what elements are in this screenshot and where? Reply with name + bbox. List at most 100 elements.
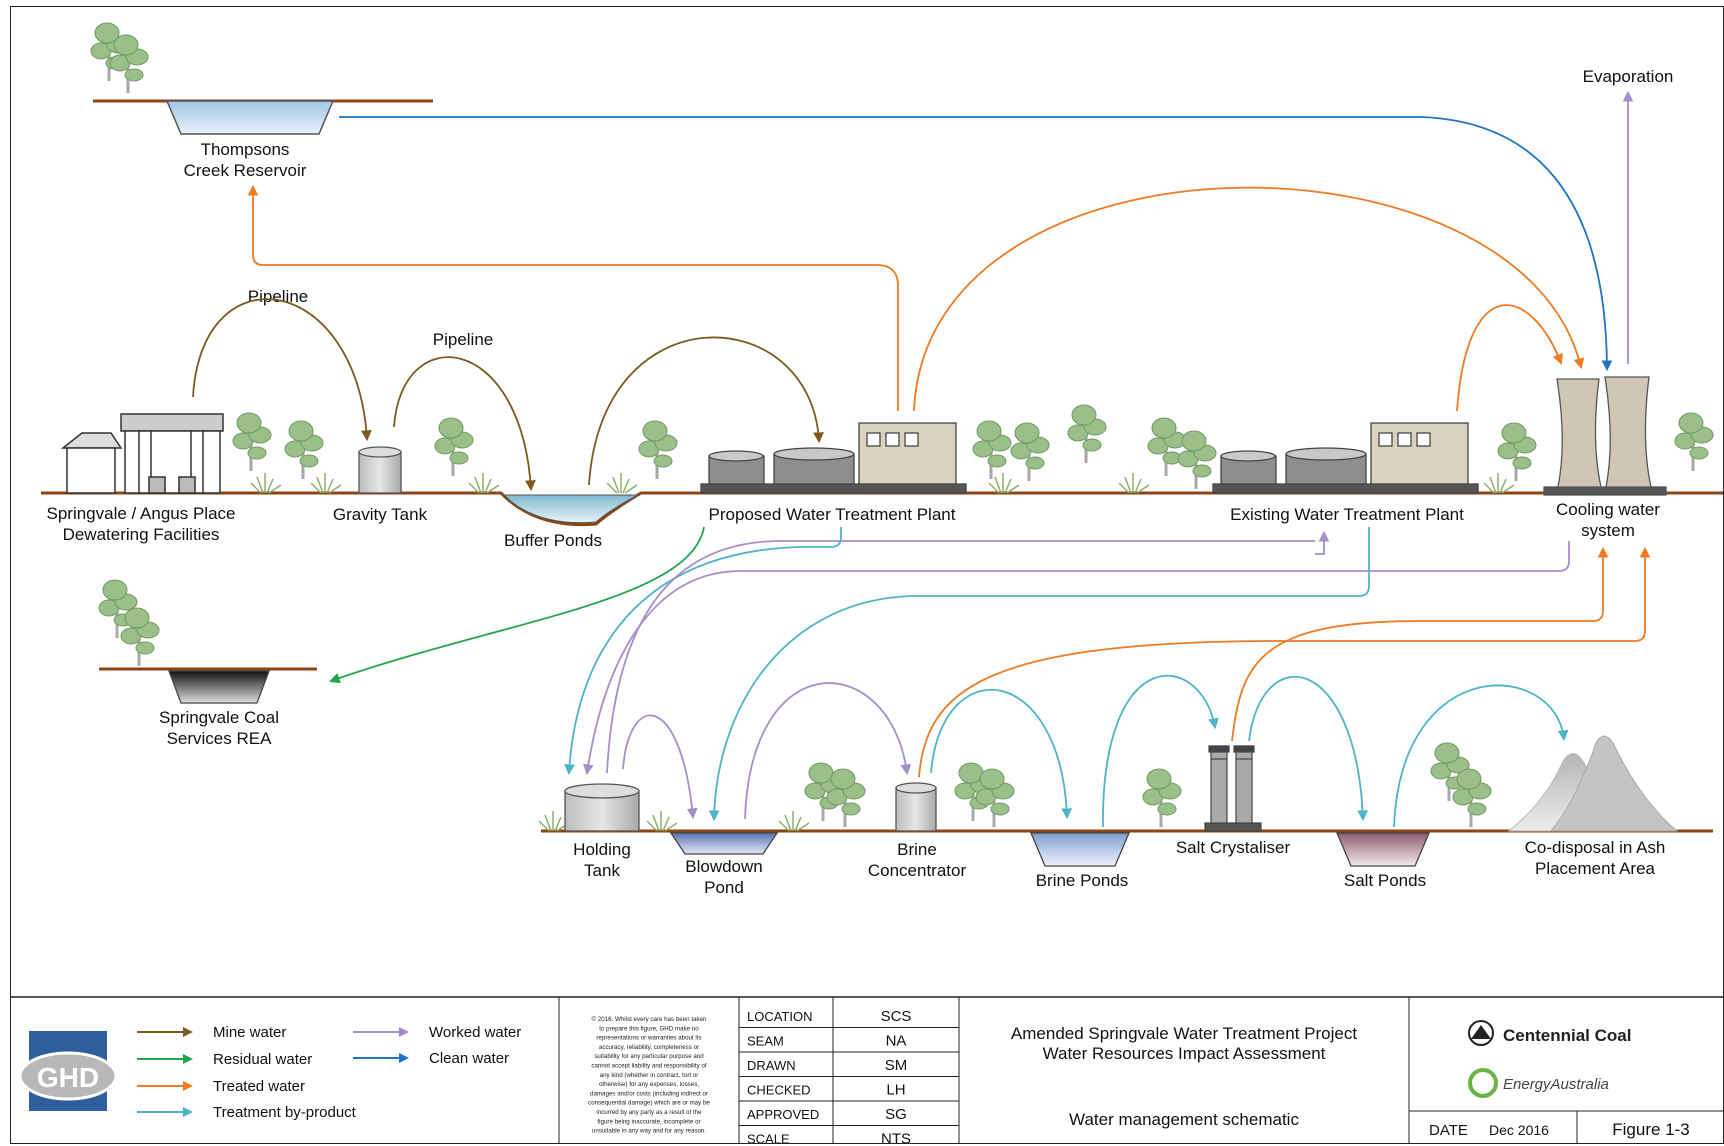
grass-icon bbox=[250, 472, 282, 494]
tree-icon bbox=[1673, 411, 1715, 473]
worked-water-arrow bbox=[1315, 530, 1330, 555]
tree-icon bbox=[1451, 767, 1493, 829]
energyaustralia-brand: EnergyAustralia bbox=[1503, 1076, 1609, 1093]
mine-water-arrow bbox=[393, 356, 536, 492]
byproduct-arrow bbox=[930, 688, 1073, 820]
byproduct-arrow bbox=[1393, 684, 1569, 828]
disclaimer-line: cannot accept liability and responsibili… bbox=[591, 1063, 707, 1070]
tree-icon bbox=[231, 411, 273, 473]
centennial-brand: Centennial Coal bbox=[1503, 1026, 1631, 1045]
info-key: LOCATION bbox=[747, 1009, 813, 1024]
mine-water-arrow bbox=[588, 336, 824, 486]
salt-crystaliser bbox=[1204, 745, 1262, 832]
mine-water-arrow bbox=[192, 298, 372, 442]
treated-water-arrow bbox=[1231, 546, 1609, 742]
disclaimer-line: consequential damage) which are or may b… bbox=[588, 1100, 710, 1107]
tree-icon bbox=[283, 419, 325, 481]
project-title-1: Amended Springvale Water Treatment Proje… bbox=[1011, 1024, 1357, 1043]
springvale-label-2: Dewatering Facilities bbox=[63, 525, 220, 544]
disclaimer-line: figure being inaccurate, incomplete or bbox=[597, 1118, 700, 1125]
info-key: SEAM bbox=[747, 1034, 784, 1049]
legend-arrow-icon bbox=[183, 1081, 193, 1091]
info-value: NA bbox=[886, 1033, 907, 1050]
date-value: Dec 2016 bbox=[1489, 1122, 1549, 1138]
disclaimer-line: suitability for any particular purpose a… bbox=[594, 1053, 704, 1060]
legend-arrow-icon bbox=[183, 1027, 193, 1037]
treated-water-arrow bbox=[918, 640, 1282, 778]
holding-tank-label-2: Tank bbox=[584, 861, 620, 880]
proposed-wtp bbox=[700, 422, 967, 494]
cooling-label-2: system bbox=[1581, 521, 1635, 540]
legend-label: Clean water bbox=[429, 1050, 509, 1067]
existing-wtp bbox=[1212, 422, 1479, 494]
brine-concentrator bbox=[895, 782, 937, 832]
thompsons-label-1: Thompsons bbox=[201, 140, 290, 159]
blowdown-pond-basin bbox=[669, 832, 779, 855]
tree-icon bbox=[108, 33, 150, 95]
figure-number: Figure 1-3 bbox=[1612, 1120, 1689, 1139]
tree-icon bbox=[1496, 421, 1538, 483]
tree-icon bbox=[1146, 416, 1188, 478]
dewatering-facilities bbox=[60, 413, 224, 494]
disclaimer-line: representations or warranties about its bbox=[596, 1035, 701, 1042]
treated-water-arrow bbox=[247, 184, 899, 411]
thompsons-label-2: Creek Reservoir bbox=[184, 161, 307, 180]
ground-line-1 bbox=[41, 491, 1723, 527]
tree-icon bbox=[825, 767, 867, 829]
gravity-tank bbox=[358, 446, 402, 494]
grass-icon bbox=[468, 472, 500, 494]
date-label: DATE bbox=[1429, 1122, 1468, 1139]
rea-label-1: Springvale Coal bbox=[159, 708, 279, 727]
disclaimer-line: otherwise) for any expenses, losses, bbox=[599, 1081, 699, 1088]
tree-icon bbox=[974, 767, 1016, 829]
info-value: SM bbox=[885, 1057, 908, 1074]
tree-icon bbox=[119, 606, 161, 668]
disclaimer-line: damages and/or costs (including indirect… bbox=[590, 1090, 708, 1097]
tree-icon bbox=[1141, 767, 1183, 829]
worked-water-arrow bbox=[582, 541, 1570, 776]
disclaimer: © 2016. Whilst every care has been taken… bbox=[588, 1016, 710, 1135]
rea-basin bbox=[168, 670, 270, 704]
thompsons-reservoir: Thompsons Creek Reservoir bbox=[89, 21, 433, 180]
info-key: SCALE bbox=[747, 1132, 790, 1145]
tree-icon bbox=[1176, 429, 1218, 491]
brine-conc-label-1: Brine bbox=[897, 840, 937, 859]
legend-label: Worked water bbox=[429, 1024, 521, 1041]
info-value: SCS bbox=[881, 1008, 912, 1025]
holding-tank bbox=[564, 783, 640, 832]
ash-placement-area bbox=[1507, 735, 1679, 832]
brine-ponds-basin bbox=[1030, 832, 1130, 867]
worked-water-arrow bbox=[622, 714, 698, 820]
project-title-2: Water Resources Impact Assessment bbox=[1043, 1044, 1326, 1063]
centennial-mountain-icon bbox=[1471, 1025, 1491, 1039]
gravity-tank-label: Gravity Tank bbox=[333, 505, 428, 524]
info-value: LH bbox=[886, 1082, 905, 1099]
codisposal-label-1: Co-disposal in Ash bbox=[1525, 838, 1666, 857]
grass-icon bbox=[778, 810, 810, 832]
legend-label: Residual water bbox=[213, 1051, 312, 1068]
buffer-ponds-basin bbox=[502, 494, 639, 524]
diagram-frame: Thompsons Creek Reservoir Evaporation Sp… bbox=[10, 6, 1724, 1144]
coal-services-rea: Springvale Coal Services REA bbox=[97, 578, 317, 748]
disclaimer-line: any kind (whether in contract, tort or bbox=[600, 1072, 699, 1079]
cooling-towers bbox=[1543, 376, 1667, 496]
holding-tank-label-1: Holding bbox=[573, 840, 631, 859]
byproduct-arrow bbox=[1248, 675, 1369, 822]
tree-icon bbox=[971, 419, 1013, 481]
grass-icon bbox=[646, 810, 678, 832]
worked-water-arrow bbox=[606, 540, 1315, 774]
disclaimer-line: unsuitable in any way and for any reason… bbox=[592, 1128, 706, 1135]
ghd-logo-text: GHD bbox=[37, 1062, 99, 1093]
tree-icon bbox=[1066, 403, 1108, 465]
project-subtitle: Water management schematic bbox=[1069, 1110, 1299, 1129]
grass-icon bbox=[606, 472, 638, 494]
info-key: APPROVED bbox=[747, 1107, 819, 1122]
byproduct-arrow bbox=[1102, 674, 1219, 828]
tree-icon bbox=[637, 419, 679, 481]
existing-wtp-label: Existing Water Treatment Plant bbox=[1230, 505, 1464, 524]
springvale-label-1: Springvale / Angus Place bbox=[46, 504, 235, 523]
salt-cryst-label: Salt Crystaliser bbox=[1176, 838, 1291, 857]
grass-icon bbox=[310, 472, 342, 494]
